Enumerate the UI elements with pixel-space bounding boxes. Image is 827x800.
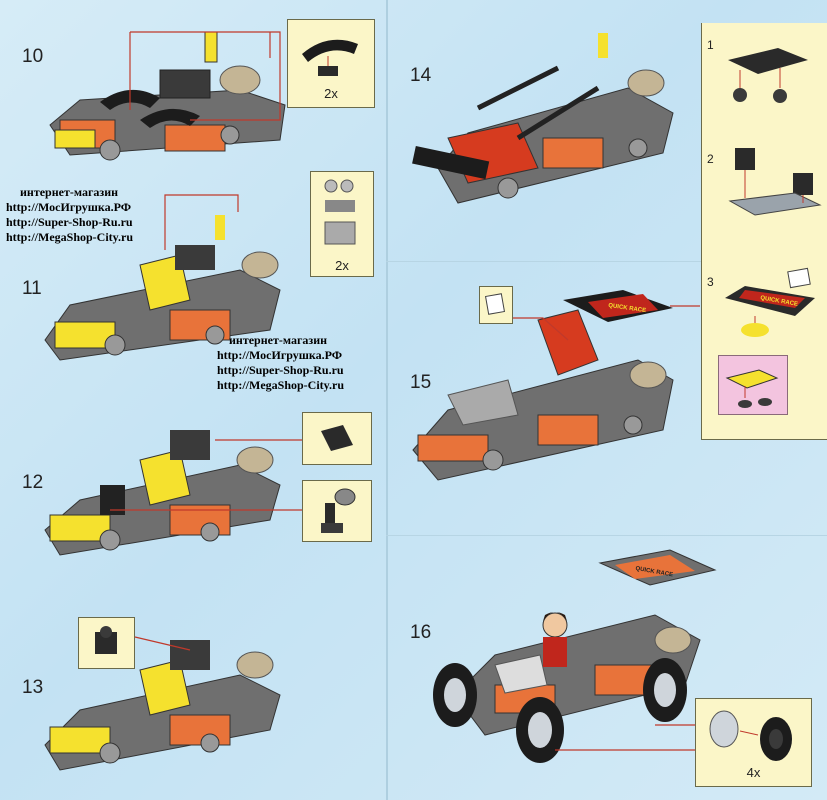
substep-number-3: 3 — [707, 275, 714, 289]
page-fold-horizontal — [386, 261, 827, 262]
ad-link[interactable]: http://MegaShop-City.ru — [6, 230, 134, 244]
parts-callout-wheels: 4x — [695, 698, 812, 787]
step-number-15: 15 — [410, 372, 432, 393]
seat-brick-icon — [321, 425, 353, 451]
parts-callout-steering — [302, 480, 372, 542]
parts-callout-seat — [302, 412, 372, 465]
page-fold-vertical — [386, 0, 388, 800]
store-ad-block: интернет-магазин http://МосИгрушка.РФ ht… — [6, 185, 133, 245]
kart-model-step-10 — [49, 31, 286, 161]
ad-link[interactable]: http://Super-Shop-Ru.ru — [217, 363, 344, 377]
kart-model-step-13 — [44, 636, 281, 771]
substep-number-1: 1 — [707, 38, 714, 52]
callout-quantity: 4x — [746, 765, 761, 780]
sub-assembly-2 — [728, 148, 822, 216]
step-number-13: 13 — [22, 677, 44, 698]
sticker-icon — [484, 293, 506, 315]
ad-link[interactable]: http://МосИгрушка.РФ — [6, 200, 132, 214]
ad-link[interactable]: http://МосИгрушка.РФ — [217, 348, 343, 362]
store-ad-block: интернет-магазин http://МосИгрушка.РФ ht… — [217, 333, 344, 393]
step-divider-line — [386, 535, 827, 536]
ad-heading: интернет-магазин — [20, 185, 119, 199]
wheel — [433, 663, 477, 727]
step-number-16: 16 — [410, 622, 432, 643]
sub-assembly-1 — [728, 48, 808, 103]
sub-sub-assembly-callout — [718, 355, 788, 415]
parts-callout-step-13 — [78, 617, 135, 669]
ad-link[interactable]: http://MegaShop-City.ru — [217, 378, 345, 392]
callout-quantity: 2x — [324, 86, 338, 101]
step-number-11: 11 — [22, 278, 42, 299]
sub-assembly-3: QUICK RACE — [725, 267, 815, 337]
kart-model-step-11 — [44, 194, 281, 361]
step-number-10: 10 — [22, 46, 44, 67]
kart-model-step-12 — [44, 430, 302, 556]
ad-link[interactable]: http://Super-Shop-Ru.ru — [6, 215, 133, 229]
kart-model-step-15: QUICK RACE — [412, 290, 700, 481]
wheel — [643, 658, 687, 722]
step-number-14: 14 — [410, 65, 432, 86]
kart-model-step-14 — [412, 33, 674, 204]
ad-heading: интернет-магазин — [229, 333, 328, 347]
substep-number-2: 2 — [707, 152, 714, 166]
parts-callout-step-11: 2x — [310, 171, 374, 277]
parts-callout-step-10: 2x — [287, 19, 375, 108]
wheel — [516, 697, 564, 763]
kart-model-step-16: QUICK RACE — [433, 549, 717, 763]
callout-quantity: 2x — [335, 258, 349, 273]
engine-block-icon — [324, 179, 356, 245]
yellow-plate-icon — [725, 369, 779, 408]
wheel-and-tire-icon — [709, 710, 792, 761]
black-brick-icon — [95, 626, 117, 654]
steering-wheel-icon — [321, 488, 356, 533]
parts-callout-sticker — [479, 286, 513, 324]
step-number-12: 12 — [22, 472, 44, 493]
spoiler-print: QUICK RACE — [608, 303, 646, 314]
curved-slope-brick-icon — [302, 39, 358, 76]
